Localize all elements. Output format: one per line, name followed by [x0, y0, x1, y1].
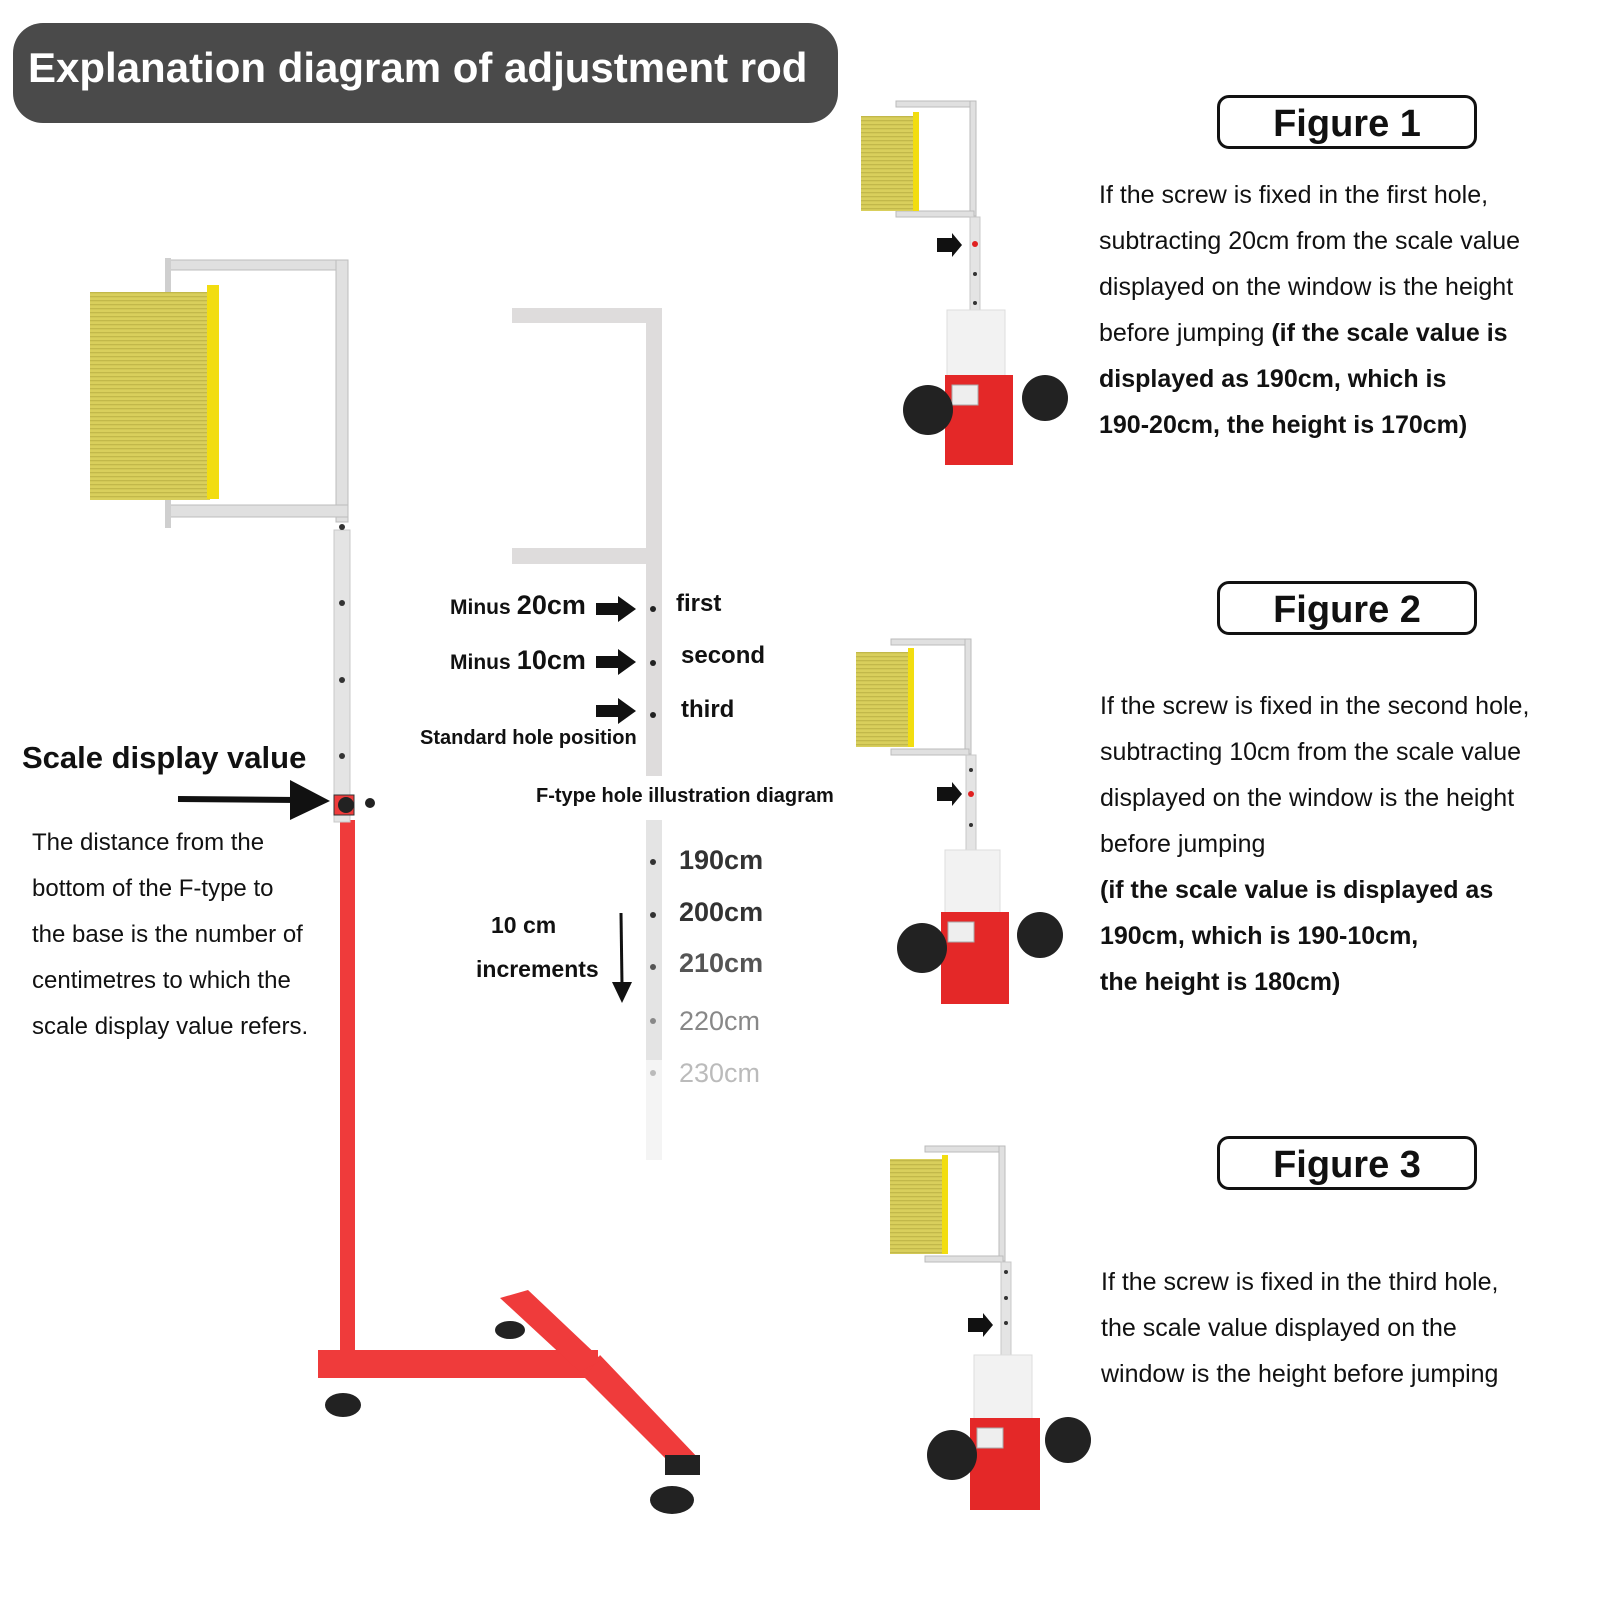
red-base: [318, 820, 700, 1514]
distance-note-line: The distance from the: [32, 829, 265, 856]
figure-3-line: window is the height before jumping: [1101, 1360, 1499, 1388]
increment-label-1: 10 cm: [491, 912, 557, 938]
figure-1-bold-line: displayed as 190cm, which is: [1099, 365, 1447, 393]
hole-first-label: first: [676, 590, 722, 617]
figure-1-line-4-bold: (if the scale value is: [1271, 319, 1508, 347]
increment-label-2: increments: [476, 956, 599, 982]
minus-10-label: Minus 10cm: [450, 645, 586, 676]
scale-value-label: 210cm: [679, 948, 764, 978]
figure-2-line: displayed on the window is the height: [1100, 784, 1515, 812]
scale-value-label: 190cm: [679, 845, 764, 875]
figure-1-line: displayed on the window is the height: [1099, 273, 1514, 301]
distance-note-line: bottom of the F-type to: [32, 875, 274, 902]
main-stand-illustration: [90, 258, 700, 1514]
scale-value-label: 200cm: [679, 897, 764, 927]
figure-3-line: If the screw is fixed in the third hole,: [1101, 1268, 1499, 1296]
figure-2-illustration: [856, 638, 1063, 1004]
figure-3-line: the scale value displayed on the: [1101, 1314, 1457, 1342]
minus-20-label: Minus 20cm: [450, 590, 586, 621]
figure-1-line-4-plain: before jumping: [1099, 319, 1272, 347]
figure-2-description: If the screw is fixed in the second hole…: [1100, 683, 1570, 1005]
figure-3-label: Figure 3: [1217, 1136, 1477, 1190]
scale-value-label: 220cm: [679, 1006, 761, 1036]
distance-note-line: the base is the number of: [32, 921, 303, 948]
scale-value-label: 230cm: [679, 1058, 761, 1088]
figure-1-line-4: before jumping (if the scale value is: [1099, 310, 1569, 356]
minus-value: 20cm: [516, 590, 586, 620]
figure-2-line: before jumping: [1100, 830, 1266, 858]
figure-2-label: Figure 2: [1217, 581, 1477, 635]
minus-word: Minus: [450, 651, 511, 674]
distance-note-line: scale display value refers.: [32, 1013, 309, 1040]
f-type-diagram: [512, 308, 662, 1160]
figure-1-label: Figure 1: [1217, 95, 1477, 149]
hole-second-label: second: [681, 642, 766, 669]
figure-1-bold-line: 190-20cm, the height is 170cm): [1099, 411, 1468, 439]
page-title: Explanation diagram of adjustment rod: [28, 44, 808, 91]
figure-1-line: subtracting 20cm from the scale value: [1099, 227, 1521, 255]
figure-1-line: If the screw is fixed in the first hole,: [1099, 181, 1489, 209]
minus-word: Minus: [450, 596, 511, 619]
standard-hole-label: Standard hole position: [420, 727, 637, 749]
figure-2-bold-line: (if the scale value is displayed as: [1100, 876, 1494, 904]
scale-display-heading: Scale display value: [22, 740, 307, 775]
figure-1-description: If the screw is fixed in the first hole,…: [1099, 172, 1569, 448]
figure-3-illustration: [890, 1145, 1091, 1510]
f-type-caption: F-type hole illustration diagram: [536, 785, 834, 807]
hole-third-label: third: [681, 696, 735, 723]
distance-note: The distance from the bottom of the F-ty…: [32, 820, 342, 1050]
hole-arrows: [596, 596, 636, 724]
figure-2-line: If the screw is fixed in the second hole…: [1100, 692, 1530, 720]
distance-note-line: centimetres to which the: [32, 967, 291, 994]
title-banner: Explanation diagram of adjustment rod: [13, 23, 838, 123]
figure-2-bold-line: 190cm, which is 190-10cm,: [1100, 922, 1419, 950]
figure-3-description: If the screw is fixed in the third hole,…: [1101, 1259, 1571, 1397]
figure-2-line: subtracting 10cm from the scale value: [1100, 738, 1522, 766]
figure-1-illustration: [861, 100, 1068, 465]
minus-value: 10cm: [516, 645, 586, 675]
figure-2-bold-line: the height is 180cm): [1100, 968, 1341, 996]
